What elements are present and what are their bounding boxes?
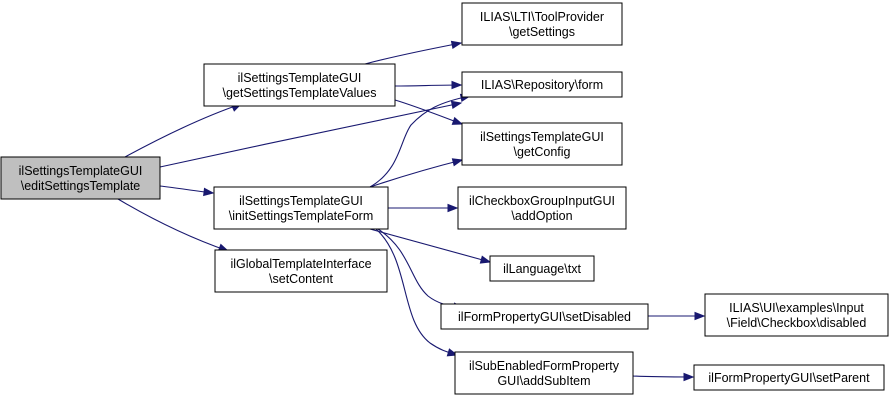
edge-line — [124, 103, 242, 158]
edge-arrowhead — [451, 116, 464, 125]
edge-arrowhead — [451, 80, 463, 90]
node-addoption[interactable]: ilCheckboxGroupInputGUI\addOption — [457, 186, 627, 230]
node-box — [213, 186, 389, 230]
node-label-line: ilFormPropertyGUI\setParent — [708, 371, 870, 385]
node-label-line: ilSettingsTemplateGUI — [238, 71, 362, 85]
edge-arrowhead — [450, 40, 463, 50]
edge-edit-getvals — [124, 103, 243, 158]
node-label-line: ILIAS\UI\examples\Input — [729, 301, 864, 315]
edge-arrowhead — [694, 311, 706, 321]
node-label-line: ilSettingsTemplateGUI — [480, 130, 604, 144]
edge-arrowhead — [683, 372, 695, 382]
node-label-line: ilGlobalTemplateInterface — [230, 257, 371, 271]
node-label-line: \setContent — [269, 272, 333, 286]
edge-line — [117, 198, 229, 252]
node-box — [489, 255, 595, 282]
node-setparent[interactable]: ilFormPropertyGUI\setParent — [693, 364, 885, 391]
edge-initform-getconfig — [369, 158, 464, 188]
node-label-line: GUI\addSubItem — [497, 374, 590, 388]
node-label-line: ilSubEnabledFormProperty — [469, 359, 620, 373]
edge-getvals-repoform — [394, 80, 463, 90]
node-box — [0, 156, 161, 200]
node-label-line: \getSettings — [509, 25, 575, 39]
edge-arrowhead — [451, 158, 464, 167]
edge-line — [394, 84, 462, 87]
node-box — [203, 63, 396, 107]
node-setcontent[interactable]: ilGlobalTemplateInterface\setContent — [214, 249, 388, 293]
node-label-line: ILIAS\LTI\ToolProvider — [480, 10, 604, 24]
edge-line — [159, 102, 462, 168]
node-box — [461, 71, 623, 98]
edge-initform-addsubitem — [375, 228, 459, 357]
node-label-line: \initSettingsTemplateForm — [229, 209, 374, 223]
edge-initform-setdisabled — [377, 228, 465, 311]
node-label-line: ILIAS\Repository\form — [481, 78, 603, 92]
node-label-line: \addOption — [511, 209, 572, 223]
edge-addsubitem-setparent — [632, 372, 695, 382]
edge-initform-addoption — [387, 203, 459, 213]
edge-arrowhead — [447, 203, 459, 213]
node-getvals[interactable]: ilSettingsTemplateGUI\getSettingsTemplat… — [203, 63, 396, 107]
node-edit[interactable]: ilSettingsTemplateGUI\editSettingsTempla… — [0, 156, 161, 200]
node-label-line: ilSettingsTemplateGUI — [19, 164, 143, 178]
edge-line — [369, 95, 471, 188]
node-label-line: ilCheckboxGroupInputGUI — [469, 194, 615, 208]
node-cbdisabled[interactable]: ILIAS\UI\examples\Input\Field\Checkbox\d… — [704, 293, 889, 337]
node-box — [461, 122, 623, 166]
node-label-line: \editSettingsTemplate — [21, 179, 141, 193]
edge-line — [369, 228, 491, 263]
node-box — [693, 364, 885, 391]
edge-edit-repoform — [159, 100, 463, 168]
node-label-line: ilFormPropertyGUI\setDisabled — [458, 310, 631, 324]
node-box — [440, 303, 649, 330]
node-box — [454, 351, 634, 395]
edge-arrowhead — [203, 187, 215, 197]
edge-line — [369, 159, 463, 188]
node-label-line: \getConfig — [514, 145, 571, 159]
node-lti[interactable]: ILIAS\LTI\ToolProvider\getSettings — [461, 2, 623, 46]
node-label-line: \Field\Checkbox\disabled — [727, 316, 867, 330]
edge-arrowhead — [479, 255, 492, 264]
node-label-line: ilLanguage\txt — [503, 262, 581, 276]
edge-line — [375, 228, 458, 356]
edge-line — [364, 42, 462, 65]
node-label-line: \getSettingsTemplateValues — [222, 86, 376, 100]
node-box — [214, 249, 388, 293]
edge-setdisabled-cbdisabled — [647, 311, 706, 321]
edge-edit-initform — [159, 185, 215, 197]
node-setdisabled[interactable]: ilFormPropertyGUI\setDisabled — [440, 303, 649, 330]
edge-edit-setcontent — [117, 198, 230, 252]
edge-getvals-lti — [364, 40, 463, 65]
node-label-line: ilSettingsTemplateGUI — [239, 194, 363, 208]
node-getconfig[interactable]: ilSettingsTemplateGUI\getConfig — [461, 122, 623, 166]
node-initform[interactable]: ilSettingsTemplateGUI\initSettingsTempla… — [213, 186, 389, 230]
node-repoform[interactable]: ILIAS\Repository\form — [461, 71, 623, 98]
nodes: ilSettingsTemplateGUI\editSettingsTempla… — [0, 2, 889, 395]
edge-arrowhead — [450, 100, 463, 110]
node-box — [457, 186, 627, 230]
node-box — [461, 2, 623, 46]
node-box — [704, 293, 889, 337]
edge-initform-txt — [369, 228, 492, 264]
edge-line — [377, 228, 464, 309]
node-txt[interactable]: ilLanguage\txt — [489, 255, 595, 282]
